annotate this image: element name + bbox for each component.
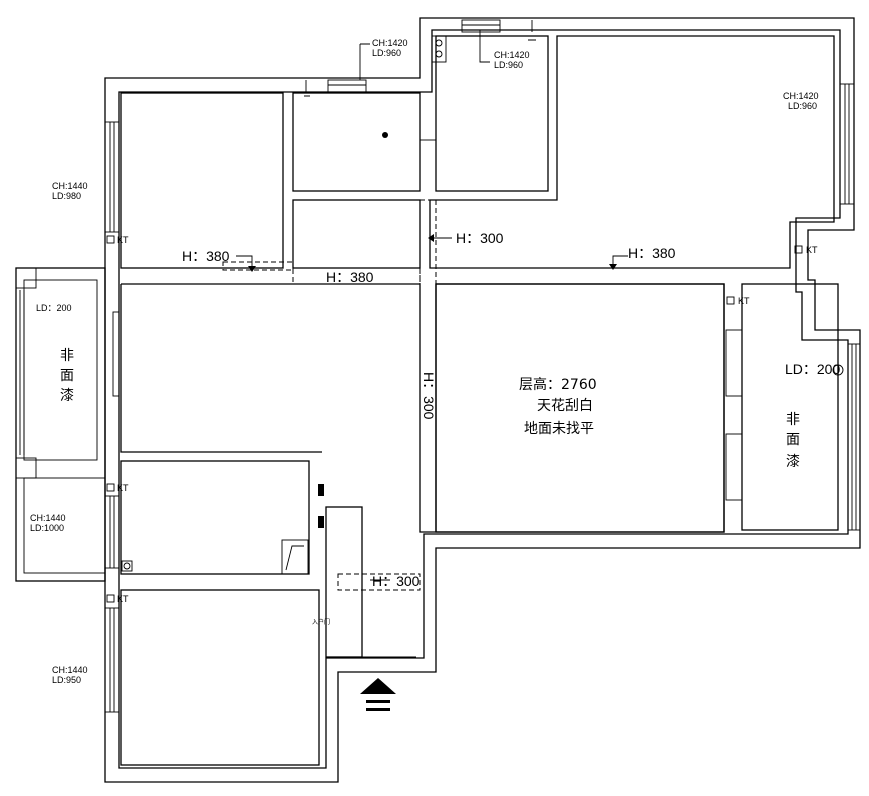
svg-text:H：300: H：300 bbox=[456, 230, 504, 246]
window-living-left bbox=[112, 311, 120, 397]
window-right-balcony bbox=[847, 343, 861, 531]
outer-wall bbox=[104, 17, 861, 783]
svg-text:H：300: H：300 bbox=[372, 573, 420, 589]
beam-labels: H：380 H：380 H：380 H：300 H：300 H：300 bbox=[182, 230, 676, 589]
bedroom-top-left bbox=[120, 92, 284, 269]
svg-text:H：300: H：300 bbox=[421, 372, 437, 420]
window-right-top bbox=[839, 83, 855, 205]
window-left-upper bbox=[104, 121, 120, 233]
svg-text:KT: KT bbox=[806, 245, 818, 255]
beam-vertical bbox=[419, 199, 437, 533]
bedroom-top-right bbox=[429, 35, 835, 269]
window-living-right bbox=[725, 329, 743, 501]
svg-text:LD:960: LD:960 bbox=[372, 48, 401, 58]
window-left-lower bbox=[104, 607, 120, 713]
pillar-tl bbox=[15, 267, 37, 289]
svg-text:非: 非 bbox=[60, 348, 74, 364]
kitchen bbox=[292, 92, 421, 192]
corridor-top bbox=[292, 199, 421, 269]
bathroom-top bbox=[435, 35, 549, 192]
svg-text:漆: 漆 bbox=[60, 388, 74, 404]
balcony-right bbox=[741, 283, 839, 531]
svg-text:H：380: H：380 bbox=[326, 269, 374, 285]
balcony-left bbox=[15, 267, 106, 582]
svg-text:KT: KT bbox=[738, 296, 750, 306]
svg-text:LD:980: LD:980 bbox=[52, 191, 81, 201]
svg-text:层高：2760: 层高：2760 bbox=[519, 376, 597, 393]
center-notes: 层高：2760 天花刮白 地面未找平 bbox=[519, 376, 597, 437]
svg-text:面: 面 bbox=[786, 432, 800, 448]
balcony-left-label: 非 面 漆 bbox=[60, 348, 74, 404]
svg-text:KT: KT bbox=[117, 235, 129, 245]
window-labels: CH:1420 LD:960 CH:1420 LD:960 CH:1420 LD… bbox=[30, 38, 819, 685]
svg-text:CH:1420: CH:1420 bbox=[783, 91, 819, 101]
svg-text:LD:960: LD:960 bbox=[788, 101, 817, 111]
svg-text:KT: KT bbox=[117, 483, 129, 493]
svg-text:H：380: H：380 bbox=[182, 248, 230, 264]
outer-wall-inner bbox=[118, 29, 849, 769]
kt-labels: KT KT KT KT KT bbox=[117, 235, 818, 604]
window-left-middle bbox=[104, 495, 120, 569]
svg-text:面: 面 bbox=[60, 368, 74, 384]
ld-label-left: LD：200 bbox=[36, 303, 72, 313]
window-top-bath bbox=[461, 19, 501, 33]
svg-text:漆: 漆 bbox=[786, 454, 800, 470]
beam-arrows bbox=[236, 234, 628, 581]
svg-text:LD:1000: LD:1000 bbox=[30, 523, 64, 533]
beam-left-h bbox=[222, 261, 294, 271]
svg-text:天花刮白: 天花刮白 bbox=[537, 398, 593, 414]
bedroom-bottom-left bbox=[120, 589, 320, 766]
svg-text:CH:1420: CH:1420 bbox=[494, 50, 530, 60]
bedroom-middle-left bbox=[120, 460, 310, 575]
fixtures bbox=[121, 20, 844, 575]
svg-text:H：380: H：380 bbox=[628, 245, 676, 261]
svg-text:地面未找平: 地面未找平 bbox=[524, 421, 594, 437]
entry-arrow-icon bbox=[360, 678, 396, 711]
svg-text:CH:1420: CH:1420 bbox=[372, 38, 408, 48]
balcony-right-label: 非 面 漆 bbox=[786, 412, 800, 470]
svg-text:KT: KT bbox=[117, 594, 129, 604]
beam-bottom-h bbox=[337, 573, 421, 591]
window-top-kitchen bbox=[327, 79, 367, 93]
ld-label-right: LD：200 bbox=[785, 361, 840, 377]
svg-text:LD:950: LD:950 bbox=[52, 675, 81, 685]
entry-cabinet bbox=[325, 506, 363, 658]
svg-text:CH:1440: CH:1440 bbox=[30, 513, 66, 523]
svg-text:CH:1440: CH:1440 bbox=[52, 665, 88, 675]
svg-text:非: 非 bbox=[786, 412, 800, 428]
kt-markers bbox=[106, 235, 803, 603]
svg-text:CH:1440: CH:1440 bbox=[52, 181, 88, 191]
svg-text:LD:960: LD:960 bbox=[494, 60, 523, 70]
window-balcony-left bbox=[19, 290, 25, 455]
pillar-ml bbox=[15, 457, 37, 479]
entry-small-label: 入户门 bbox=[312, 618, 330, 626]
